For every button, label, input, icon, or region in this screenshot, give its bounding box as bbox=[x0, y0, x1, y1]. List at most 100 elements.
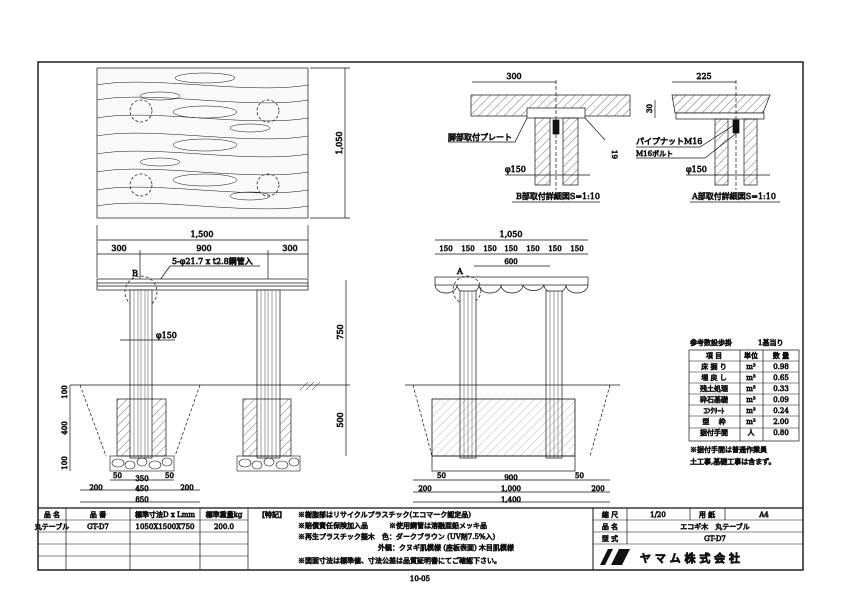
label: 用 紙 bbox=[699, 510, 715, 519]
company-logo bbox=[600, 549, 630, 565]
dim: 850 bbox=[135, 496, 148, 504]
quantity-cell: m² bbox=[746, 418, 756, 426]
leg-diameter: φ150 bbox=[156, 331, 177, 340]
quantity-rows: 床 掘 り m³ 0.98 埋 戻 し m³ 0.65 残土処理 m³ 0.33 砕石基礎 m³ 0.… bbox=[700, 362, 790, 438]
pipe-note: 5-φ21.7 x t2.8鋼管入 bbox=[172, 256, 253, 266]
dim: 600 bbox=[504, 258, 517, 266]
quantity-cell: 残土処理 bbox=[700, 384, 728, 393]
dim: 300 bbox=[506, 72, 521, 81]
detail-a-caption: A部取付詳細図S=1:10 bbox=[691, 191, 776, 201]
dim: 900 bbox=[196, 244, 211, 253]
cell: 200.0 bbox=[214, 523, 234, 531]
quantity-cell: 埋 戻 し bbox=[701, 373, 726, 382]
dim: 150 bbox=[526, 245, 539, 253]
dim: 200 bbox=[591, 485, 604, 493]
note-line: ※賠償責任保険加入品 ※使用鋼管は溶融亜鉛メッキ品 bbox=[298, 521, 487, 530]
page-number: 10-05 bbox=[410, 575, 430, 583]
cell: 1050X1500X750 bbox=[136, 523, 195, 531]
dim: 150 bbox=[504, 245, 517, 253]
dim: 150 bbox=[570, 245, 583, 253]
product-name: エコギ木 丸テーブル bbox=[680, 522, 750, 531]
quantity-cell: 0.80 bbox=[773, 429, 789, 437]
dim: 200 bbox=[89, 484, 102, 492]
detail-b-marker: B bbox=[132, 269, 138, 278]
dim: 50 bbox=[113, 472, 122, 480]
quantity-table: 参考数設歩掛 1基当り 項 目 単位 数 量 床 掘 り m³ 0.98 埋 戻 し m… bbox=[688, 338, 800, 466]
quantity-title: 参考数設歩掛 bbox=[690, 338, 732, 347]
note: 土工事,基礎工事は含まず。 bbox=[690, 457, 776, 466]
dim: 1,000 bbox=[501, 485, 521, 493]
dim: 100 bbox=[61, 385, 69, 398]
quantity-cell: m³ bbox=[746, 374, 756, 382]
spec-table: 品 名 品 番 標準寸法D x Lmm 標準重量kg 丸テーブル GT-D7 1… bbox=[34, 508, 249, 570]
company-name: ヤ マ ム 株 式 会 社 bbox=[640, 551, 740, 565]
dim: 1,400 bbox=[501, 496, 521, 504]
dim: 450 bbox=[135, 485, 148, 493]
header: 単位 bbox=[744, 351, 758, 360]
dim: 50 bbox=[575, 472, 584, 480]
header: 標準寸法D x Lmm bbox=[135, 510, 195, 519]
quantity-cell: 0.65 bbox=[773, 374, 789, 382]
dim: 400 bbox=[61, 421, 69, 434]
quantity-cell: 0.33 bbox=[773, 385, 789, 393]
label: 品 名 bbox=[602, 522, 618, 531]
nut-label: パイプナットM16 bbox=[636, 137, 702, 146]
quantity-cell: m³ bbox=[746, 363, 756, 371]
dim: 225 bbox=[696, 72, 711, 81]
header: 品 名 bbox=[44, 510, 60, 519]
header: 品 番 bbox=[90, 511, 106, 519]
side-elevation: 1,500 300 900 300 5-φ21.7 x t2.8鋼管入 B φ1… bbox=[61, 225, 350, 504]
detail-a-marker: A bbox=[456, 267, 463, 276]
label: 型 式 bbox=[602, 534, 618, 543]
dim: φ150 bbox=[686, 165, 707, 174]
dim: 30 bbox=[646, 104, 654, 113]
detail-b: 300 脚部取付プレート 19 φ150 B部取付詳細図S=1:10 bbox=[448, 72, 631, 203]
quantity-cell: 0.98 bbox=[773, 363, 789, 371]
cell: GT-D7 bbox=[87, 523, 109, 531]
note: ※据付手間は普通作業員 bbox=[690, 445, 767, 454]
model-value: GT-D7 bbox=[704, 535, 726, 543]
plan-depth-dim: 1,050 bbox=[335, 132, 344, 155]
front-overall-dim: 1,050 bbox=[500, 230, 523, 239]
quantity-cell: 床 掘 り bbox=[701, 362, 726, 371]
header: 標準重量kg bbox=[206, 510, 243, 519]
bolt-label: M16ボルト bbox=[636, 150, 673, 158]
header: 項 目 bbox=[706, 352, 722, 360]
quantity-cell: 据付手間 bbox=[700, 428, 728, 437]
quantity-cell: ｺﾝｸﾘｰﾄ bbox=[704, 407, 725, 415]
height-dim: 750 bbox=[336, 324, 345, 339]
scale-value: 1/20 bbox=[650, 511, 666, 519]
detail-a: 225 30 パイプナットM16 M16ボルト φ150 A部取付詳細図S=1:… bbox=[636, 72, 780, 203]
note-line: 外観：クヌギ肌模様 (座板表面) 木目肌模様 bbox=[378, 543, 514, 552]
quantity-cell: m³ bbox=[746, 396, 756, 404]
sheet-border bbox=[37, 61, 804, 571]
quantity-cell: 0.09 bbox=[773, 396, 789, 404]
quantity-cell: 0.24 bbox=[773, 407, 789, 415]
quantity-cell: m³ bbox=[746, 407, 756, 415]
detail-b-caption: B部取付詳細図S=1:10 bbox=[516, 191, 600, 201]
quantity-cell: 2.00 bbox=[773, 418, 789, 426]
dim: 300 bbox=[111, 244, 126, 253]
notes-label: 【特記】 bbox=[258, 510, 286, 519]
dim: 150 bbox=[548, 245, 561, 253]
quantity-cell: 砕石基礎 bbox=[700, 395, 728, 404]
front-elevation: 1,050 150 150 150 150 150 150 150 600 A … bbox=[405, 230, 620, 504]
dim: φ150 bbox=[505, 165, 526, 174]
paper-value: A4 bbox=[758, 511, 769, 519]
header: 数 量 bbox=[773, 351, 789, 360]
side-overall-dim: 1,500 bbox=[191, 230, 214, 239]
note-line: ※樹脂部はリサイクルプラスチック(エコマーク認定品) bbox=[298, 510, 471, 519]
unit-note: 1基当り bbox=[758, 338, 783, 347]
dim: 300 bbox=[282, 244, 297, 253]
dim: 200 bbox=[180, 484, 193, 492]
quantity-cell: 人 bbox=[748, 429, 755, 437]
label: 縮 尺 bbox=[602, 510, 618, 519]
title-block: 縮 尺 1/20 用 紙 A4 品 名 エコギ木 丸テーブル 型 式 GT-D7… bbox=[592, 508, 803, 570]
note-line: ※図面寸法は標準値、寸法公差は品質証明書にてご確認下さい。 bbox=[298, 556, 501, 565]
dim: 150 bbox=[483, 245, 496, 253]
dim: 150 bbox=[461, 245, 474, 253]
dim: 350 bbox=[135, 475, 148, 483]
dim: 900 bbox=[504, 474, 517, 482]
quantity-cell: 型 枠 bbox=[702, 417, 725, 426]
